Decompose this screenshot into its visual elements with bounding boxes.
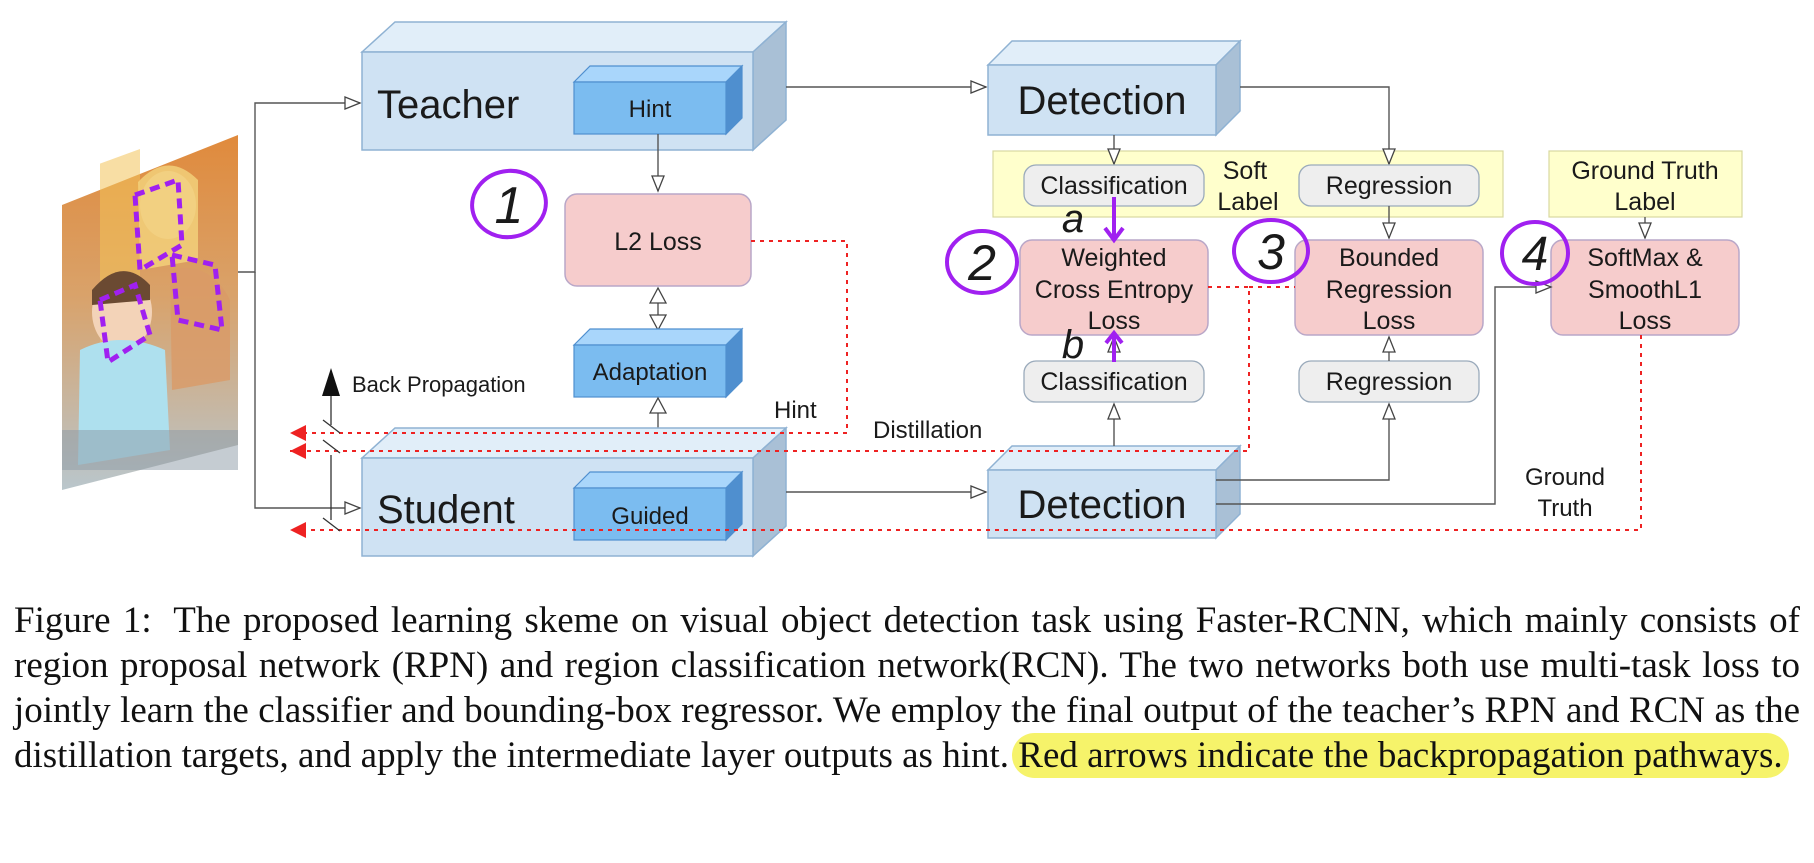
teacher-label: Teacher [377, 83, 519, 127]
photo-annotations [97, 176, 225, 367]
annotation-4: 4 [1522, 228, 1549, 281]
student-det-to-softmax-arrow [1216, 280, 1553, 505]
bounded-loss-line1: Bounded [1339, 244, 1439, 272]
caption-text: The proposed learning skeme on visual ob… [14, 600, 1800, 776]
ground-truth-edge-line2: Truth [1537, 495, 1592, 522]
student-det-to-reg-arrow [1216, 402, 1396, 481]
bounded-loss-line3: Loss [1363, 307, 1416, 335]
up-arrow-icon [322, 368, 340, 396]
guided-block [572, 470, 744, 542]
figure-caption: Figure 1: The proposed learning skeme on… [14, 598, 1800, 778]
back-propagation-label: Back Propagation [352, 372, 526, 397]
annotation-1: 1 [495, 177, 524, 235]
ground-truth-backprop-path [290, 335, 1642, 538]
hint-label: Hint [629, 96, 672, 123]
backprop-paths [290, 240, 1642, 538]
ground-truth-label-box [1548, 150, 1743, 218]
student-detection-block [986, 444, 1242, 540]
teacher-regression-label: Regression [1326, 172, 1452, 200]
softmax-loss-line1: SoftMax & [1587, 244, 1703, 272]
student-label: Student [377, 488, 515, 532]
detection-distillation-diagram: Teacher Hint L2 Loss Adaptation Student … [62, 20, 1743, 558]
wce-loss-line2: Cross Entropy [1035, 276, 1194, 304]
hint-block [572, 64, 744, 136]
ground-truth-label-line2: Label [1614, 188, 1675, 216]
annotation-2: 2 [967, 235, 996, 291]
guided-label: Guided [611, 503, 688, 530]
soft-label-line2: Label [1217, 188, 1278, 216]
caption-highlight: Red arrows indicate the backpropagation … [1012, 733, 1789, 778]
annotation-numbers: 1 2 3 4 a b [495, 177, 1549, 367]
ground-truth-label-line1: Ground Truth [1571, 157, 1718, 185]
break-marks [322, 419, 341, 532]
teacher-classification-label: Classification [1040, 172, 1187, 200]
adaptation-label: Adaptation [593, 359, 708, 386]
ground-truth-edge-line1: Ground [1525, 464, 1605, 491]
input-to-teacher-arrow [238, 96, 362, 273]
hint-backprop-path [290, 240, 848, 441]
distillation-edge-label: Distillation [873, 417, 982, 444]
student-regression-label: Regression [1326, 368, 1452, 396]
hint-edge-label: Hint [774, 397, 817, 424]
adaptation-block [572, 327, 744, 399]
teacher-detection-block [986, 39, 1242, 137]
annotation-a: a [1062, 197, 1084, 241]
softmax-loss-line3: Loss [1619, 307, 1672, 335]
input-image [62, 135, 238, 490]
teacher-detection-label: Detection [1018, 79, 1187, 123]
back-propagation-legend [322, 368, 340, 425]
teacher-det-to-reg-arrow [1240, 86, 1396, 166]
bounded-loss-line2: Regression [1326, 276, 1452, 304]
softmax-loss-line2: SmoothL1 [1588, 276, 1702, 304]
distillation-backprop-path [290, 286, 1250, 459]
student-classification-label: Classification [1040, 368, 1187, 396]
annotation-3: 3 [1257, 224, 1285, 280]
input-to-student-arrow [254, 272, 362, 515]
soft-label-line1: Soft [1223, 157, 1268, 185]
figure-label: Figure 1: [14, 600, 152, 641]
student-detection-label: Detection [1018, 483, 1187, 527]
handwritten-annotations [470, 168, 1570, 362]
wce-loss-line1: Weighted [1061, 244, 1166, 272]
l2-loss-label: L2 Loss [614, 228, 702, 256]
annotation-b: b [1062, 323, 1084, 367]
